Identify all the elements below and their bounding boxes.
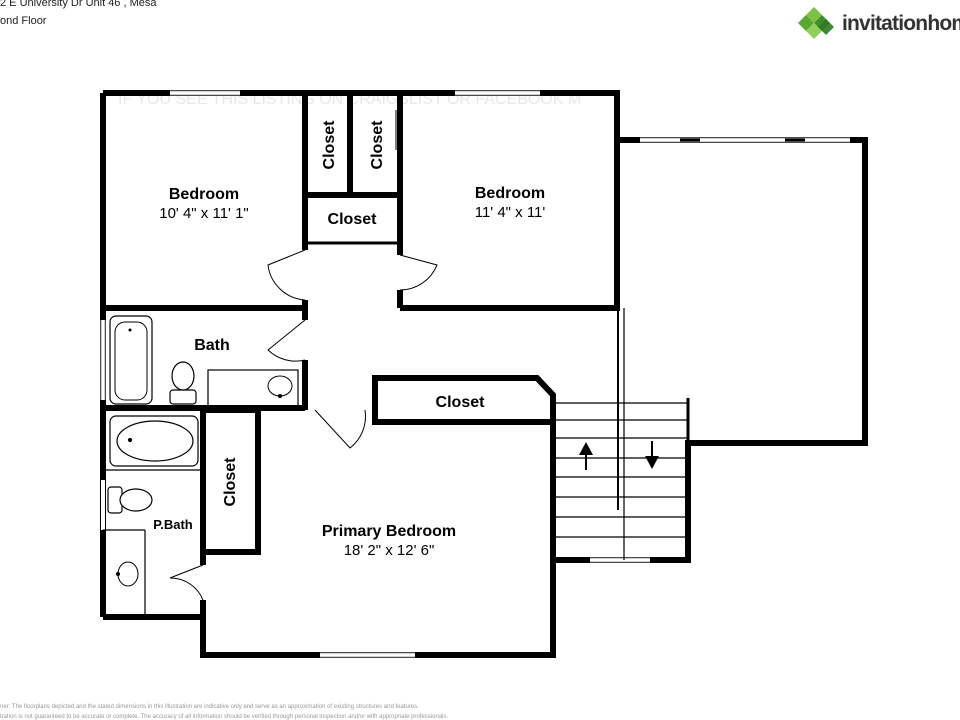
primary-toilet-fixture — [107, 486, 153, 514]
listing-address: 2 E University Dr Unit 46 , Mesa — [0, 0, 157, 9]
bath-toilet-fixture — [169, 361, 197, 405]
diamond-cluster-logo-icon — [798, 7, 834, 39]
bathtub-fixture — [109, 315, 153, 405]
stair-up-arrow-icon — [579, 442, 593, 470]
brand-logo: invitationhom — [798, 7, 960, 43]
bath-label: Bath — [194, 337, 230, 354]
stair-down-arrow-icon — [645, 441, 659, 469]
closet-primary-left-label: Closet — [222, 457, 239, 507]
primary-bath-label: P.Bath — [153, 517, 193, 532]
bath-sink-fixture — [267, 375, 293, 398]
window-frames — [100, 90, 850, 658]
primary-bedroom-label: Primary Bedroom — [322, 523, 456, 540]
closet-hall-label: Closet — [328, 211, 378, 228]
brand-name: invitationhom — [842, 12, 960, 35]
bedroom-right-dims: 11' 4" x 11' — [475, 204, 546, 221]
exterior-walls — [100, 90, 868, 658]
bedroom-right-label: Bedroom — [475, 185, 545, 202]
doors — [169, 249, 438, 601]
disclaimer-line-1: ner: The floorplans depicted and the sta… — [0, 704, 419, 710]
closet-vertical-left-label: Closet — [321, 120, 338, 170]
closet-primary-top-label: Closet — [436, 394, 486, 411]
bedroom-left-label: Bedroom — [169, 186, 239, 203]
bedroom-left-dims: 10' 4" x 11' 1" — [159, 205, 249, 222]
floor-label: ond Floor — [0, 15, 47, 27]
interior-lines — [103, 110, 690, 617]
primary-bedroom-dims: 18' 2" x 12' 6" — [344, 542, 435, 559]
windows — [101, 91, 850, 657]
primary-sink-fixture — [116, 561, 139, 587]
closet-vertical-right-label: Closet — [369, 120, 386, 170]
disclaimer-line-2: tration is not guaranteed to be accurate… — [0, 714, 449, 720]
primary-tub-fixture — [109, 415, 199, 467]
